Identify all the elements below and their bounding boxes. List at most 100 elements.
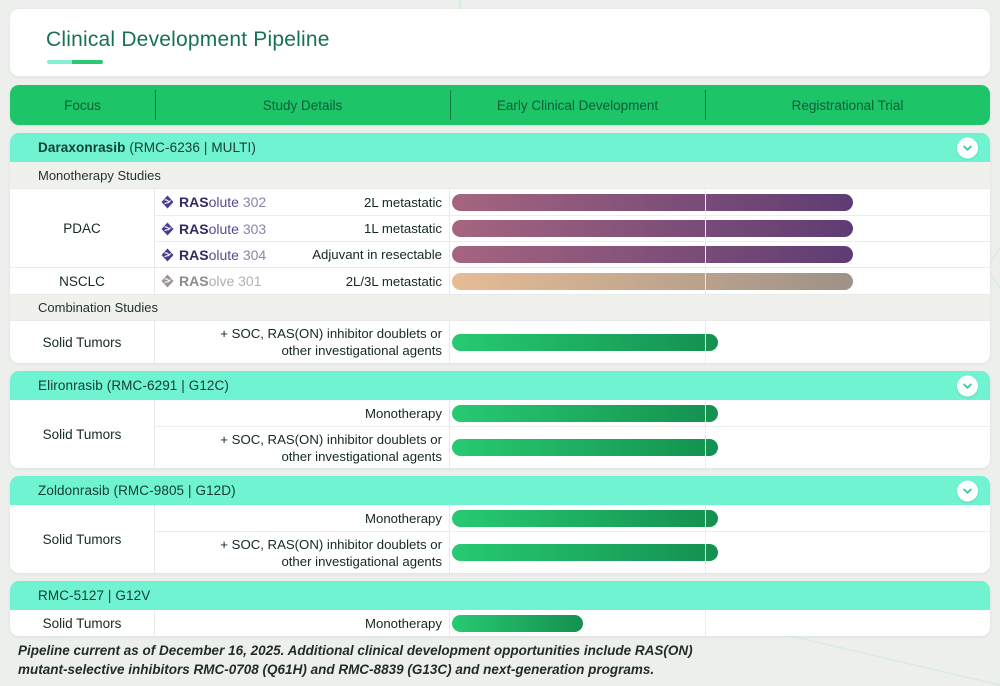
study-diamond-icon <box>161 222 174 236</box>
phase-track <box>450 400 990 426</box>
section-body: Solid Tumors Monotherapy <box>10 610 990 636</box>
focus-label: Solid Tumors <box>10 610 155 636</box>
study-brand: RASolve 301 <box>161 273 262 289</box>
column-header-study-details: Study Details <box>155 85 450 125</box>
collapse-chevron-button-elironrasib[interactable] <box>957 375 978 396</box>
study-details-cell: + SOC, RAS(ON) inhibitor doublets orothe… <box>155 532 450 573</box>
row-group: Solid Tumors Monotherapy <box>10 610 990 636</box>
study-population-label: 1L metastatic <box>266 220 442 237</box>
study-details-cell: Monotherapy <box>155 505 450 531</box>
study-row: RASolve 3012L/3L metastatic <box>155 268 990 294</box>
pipeline-progress-bar <box>452 334 718 351</box>
row-group: Solid Tumors Monotherapy + SOC, RAS(ON) in… <box>10 400 990 468</box>
phase-track <box>450 216 990 241</box>
study-details-cell: Monotherapy <box>155 610 450 636</box>
footer-note: Pipeline current as of December 16, 2025… <box>18 641 723 679</box>
pipeline-progress-bar <box>452 246 853 263</box>
study-diamond-icon <box>161 195 174 209</box>
collapse-chevron-button-daraxonrasib[interactable] <box>957 137 978 158</box>
study-row: RASolute 304Adjuvant in resectable <box>155 241 990 267</box>
row-group: NSCLCRASolve 3012L/3L metastatic <box>10 267 990 294</box>
pipeline-progress-bar <box>452 273 853 290</box>
row-group: PDACRASolute 3022L metastaticRASolute 30… <box>10 188 990 267</box>
study-row: Monotherapy <box>155 610 990 636</box>
focus-label: NSCLC <box>10 268 155 294</box>
page-title: Clinical Development Pipeline <box>46 28 330 52</box>
column-header-row: FocusStudy DetailsEarly Clinical Develop… <box>10 85 990 125</box>
section-zoldonrasib: Zoldonrasib (RMC-9805 | G12D) Solid Tumor… <box>10 476 990 573</box>
subsection-header: Monotherapy Studies <box>10 162 990 188</box>
study-row: + SOC, RAS(ON) inhibitor doublets orothe… <box>155 321 990 363</box>
section-header-elironrasib[interactable]: Elironrasib (RMC-6291 | G12C) <box>10 371 990 400</box>
section-body: Solid Tumors Monotherapy + SOC, RAS(ON) in… <box>10 505 990 573</box>
section-body: Monotherapy StudiesPDACRASolute 3022L me… <box>10 162 990 363</box>
phase-track <box>450 321 990 363</box>
study-population-label: Monotherapy <box>161 615 442 632</box>
study-population-label: Adjuvant in resectable <box>266 246 442 263</box>
section-title: Zoldonrasib (RMC-9805 | G12D) <box>38 483 236 498</box>
study-population-label: 2L/3L metastatic <box>262 273 443 290</box>
title-underline <box>47 60 103 64</box>
column-header-focus: Focus <box>10 85 155 125</box>
sections: Daraxonrasib (RMC-6236 | MULTI) Monothera… <box>10 133 990 636</box>
section-header-daraxonrasib[interactable]: Daraxonrasib (RMC-6236 | MULTI) <box>10 133 990 162</box>
section-daraxonrasib: Daraxonrasib (RMC-6236 | MULTI) Monothera… <box>10 133 990 363</box>
phase-track <box>450 189 990 215</box>
study-row: RASolute 3031L metastatic <box>155 215 990 241</box>
pipeline-progress-bar <box>452 194 853 211</box>
subsection-header: Combination Studies <box>10 294 990 320</box>
study-row: + SOC, RAS(ON) inhibitor doublets orothe… <box>155 531 990 573</box>
study-details-cell: + SOC, RAS(ON) inhibitor doublets orothe… <box>155 427 450 468</box>
focus-label: Solid Tumors <box>10 321 155 363</box>
section-body: Solid Tumors Monotherapy + SOC, RAS(ON) in… <box>10 400 990 468</box>
study-details-cell: RASolute 3031L metastatic <box>155 216 450 241</box>
study-brand: RASolute 302 <box>161 194 266 210</box>
study-row: Monotherapy <box>155 400 990 426</box>
row-group: Solid Tumors Monotherapy + SOC, RAS(ON) in… <box>10 505 990 573</box>
column-header-early-clinical-development: Early Clinical Development <box>450 85 705 125</box>
phase-track <box>450 242 990 267</box>
title-card: Clinical Development Pipeline <box>10 9 990 76</box>
pipeline-progress-bar <box>452 544 718 561</box>
focus-label: PDAC <box>10 189 155 267</box>
pipeline-progress-bar <box>452 615 583 632</box>
study-details-cell: RASolute 304Adjuvant in resectable <box>155 242 450 267</box>
phase-track <box>450 505 990 531</box>
pipeline-progress-bar <box>452 405 718 422</box>
study-diamond-icon <box>161 274 174 288</box>
phase-track <box>450 532 990 573</box>
phase-track <box>450 610 990 636</box>
section-rmc-5127: RMC-5127 | G12V Solid Tumors Monotherapy <box>10 581 990 636</box>
focus-label: Solid Tumors <box>10 505 155 573</box>
pipeline-progress-bar <box>452 439 718 456</box>
study-brand: RASolute 303 <box>161 221 266 237</box>
study-row: + SOC, RAS(ON) inhibitor doublets orothe… <box>155 426 990 468</box>
column-header-registrational-trial: Registrational Trial <box>705 85 990 125</box>
study-details-cell: RASolute 3022L metastatic <box>155 189 450 215</box>
study-details-cell: Monotherapy <box>155 400 450 426</box>
study-population-label: + SOC, RAS(ON) inhibitor doublets orothe… <box>161 536 442 570</box>
section-title: RMC-5127 | G12V <box>38 588 150 603</box>
section-elironrasib: Elironrasib (RMC-6291 | G12C) Solid Tumor… <box>10 371 990 468</box>
row-group: Solid Tumors+ SOC, RAS(ON) inhibitor dou… <box>10 320 990 363</box>
study-details-cell: + SOC, RAS(ON) inhibitor doublets orothe… <box>155 321 450 363</box>
pipeline-progress-bar <box>452 510 718 527</box>
study-population-label: 2L metastatic <box>266 194 442 211</box>
study-population-label: Monotherapy <box>161 405 442 422</box>
study-brand: RASolute 304 <box>161 247 266 263</box>
study-details-cell: RASolve 3012L/3L metastatic <box>155 268 450 294</box>
section-title: Daraxonrasib (RMC-6236 | MULTI) <box>38 140 256 155</box>
pipeline-progress-bar <box>452 220 853 237</box>
section-header-zoldonrasib[interactable]: Zoldonrasib (RMC-9805 | G12D) <box>10 476 990 505</box>
study-row: Monotherapy <box>155 505 990 531</box>
study-population-label: + SOC, RAS(ON) inhibitor doublets orothe… <box>161 431 442 465</box>
collapse-chevron-button-zoldonrasib[interactable] <box>957 480 978 501</box>
section-title: Elironrasib (RMC-6291 | G12C) <box>38 378 229 393</box>
study-row: RASolute 3022L metastatic <box>155 189 990 215</box>
study-population-label: Monotherapy <box>161 510 442 527</box>
phase-track <box>450 268 990 294</box>
study-diamond-icon <box>161 248 174 262</box>
phase-track <box>450 427 990 468</box>
focus-label: Solid Tumors <box>10 400 155 468</box>
